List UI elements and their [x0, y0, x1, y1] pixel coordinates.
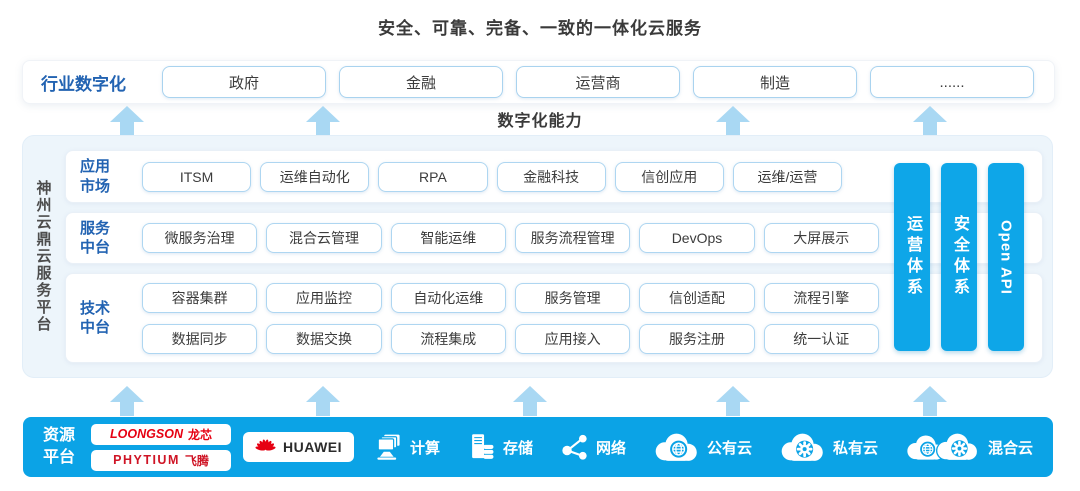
row-items: 微服务治理 混合云管理 智能运维 服务流程管理 DevOps 大屏展示: [142, 223, 879, 253]
capability-box: 服务注册: [639, 323, 755, 354]
capability-box: 应用接入: [514, 323, 631, 354]
row-items: ITSM 运维自动化 RPA 金融科技 信创应用 运维/运营: [142, 161, 843, 192]
industry-sector-box: ......: [870, 66, 1034, 98]
pillar-open-api: Open API: [988, 163, 1024, 351]
capability-box: RPA: [378, 161, 488, 192]
tech-platform-row: 技术 中台 容器集群 应用监控 自动化运维 服务管理 信创适配 流程引擎 数据同…: [65, 273, 1043, 363]
capability-box: 自动化运维: [390, 282, 506, 313]
industry-sector-box: 金融: [339, 66, 503, 98]
up-arrow-icon: [512, 386, 548, 416]
capability-box: 信创应用: [614, 161, 724, 192]
row-label: 应用 市场: [80, 158, 111, 195]
capability-box: 服务管理: [514, 282, 631, 313]
capability-box: 流程集成: [390, 323, 506, 354]
up-arrow-icon: [109, 386, 145, 416]
industry-sector-box: 政府: [162, 66, 326, 98]
industry-digitalization-row: 行业数字化 政府 金融 运营商 制造 ......: [22, 60, 1055, 104]
capability-box: 智能运维: [390, 223, 506, 253]
app-market-row: 应用 市场 ITSM 运维自动化 RPA 金融科技 信创应用 运维/运营: [65, 150, 1043, 203]
up-arrow-icon: [912, 106, 948, 136]
up-arrow-icon: [715, 106, 751, 136]
capability-box: 流程引擎: [763, 282, 879, 313]
capability-box: 运维/运营: [732, 161, 843, 192]
row-label: 服务 中台: [80, 219, 111, 257]
capability-box: 大屏展示: [763, 223, 879, 253]
resource-platform-band: 资源 平台 LOONGSON 龙芯 PHYTIUM 飞腾: [23, 417, 1053, 477]
hybrid-cloud-icon: [907, 432, 979, 461]
row-items: 容器集群 应用监控 自动化运维 服务管理 信创适配 流程引擎 数据同步 数据交换…: [142, 282, 879, 354]
compute-icon: [377, 434, 400, 460]
up-arrow-icon: [109, 106, 145, 136]
industry-sector-box: 制造: [693, 66, 857, 98]
resource-band-label: 资源 平台: [43, 427, 76, 466]
pillar-operations: 运营体系: [894, 163, 930, 351]
page-title: 安全、可靠、完备、一致的一体化云服务: [378, 19, 702, 38]
capability-box: 运维自动化: [260, 161, 370, 192]
capability-box: 微服务治理: [142, 223, 258, 253]
huawei-flower-icon: [255, 439, 276, 451]
chip-vendor-column: LOONGSON 龙芯 PHYTIUM 飞腾: [91, 423, 232, 471]
network-icon: [562, 434, 587, 460]
up-arrow-icon: [912, 386, 948, 416]
up-arrow-icon: [715, 386, 751, 416]
up-arrow-icon: [305, 386, 341, 416]
capability-box: DevOps: [639, 223, 755, 253]
platform-side-label: 神州云鼎云服务平台: [34, 180, 52, 333]
capability-box: 服务流程管理: [514, 223, 631, 253]
resource-item-hybrid-cloud: 混合云: [905, 431, 1033, 464]
public-cloud-icon: [655, 433, 697, 461]
industry-sector-box: 运营商: [516, 66, 680, 98]
huawei-logo: HUAWEI: [243, 432, 355, 462]
capability-box: 数据交换: [266, 323, 382, 354]
resource-item-network: 网络: [560, 433, 626, 461]
capability-box: 信创适配: [639, 282, 755, 313]
capability-box: 容器集群: [142, 282, 258, 313]
capability-box: 混合云管理: [266, 223, 382, 253]
storage-icon: [472, 434, 494, 459]
row-label: 技术 中台: [80, 299, 111, 337]
capability-box: 数据同步: [142, 323, 258, 354]
pillar-security: 安全体系: [941, 163, 977, 351]
service-platform-row: 服务 中台 微服务治理 混合云管理 智能运维 服务流程管理 DevOps 大屏展…: [65, 212, 1043, 264]
capability-box: 金融科技: [496, 161, 606, 192]
capability-label: 数字化能力: [497, 113, 583, 130]
up-arrow-icon: [305, 106, 341, 136]
phytium-logo: PHYTIUM 飞腾: [91, 449, 232, 471]
capability-box: ITSM: [142, 161, 252, 192]
resource-items: 计算 存储: [374, 431, 1037, 464]
capability-box: 应用监控: [266, 282, 382, 313]
resource-item-private-cloud: 私有云: [779, 431, 878, 463]
capability-box: 统一认证: [763, 323, 879, 354]
resource-item-storage: 存储: [467, 433, 533, 461]
resource-item-public-cloud: 公有云: [653, 431, 752, 463]
private-cloud-icon: [781, 433, 823, 461]
industry-row-label: 行业数字化: [41, 74, 126, 94]
loongson-logo: LOONGSON 龙芯: [91, 423, 232, 445]
resource-item-compute: 计算: [374, 433, 440, 461]
